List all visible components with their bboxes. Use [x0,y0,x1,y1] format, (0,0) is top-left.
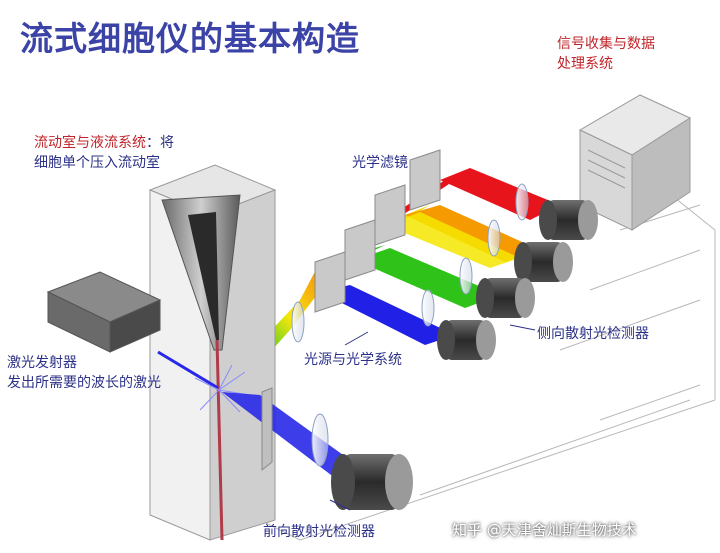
beam-yellow-horizontal [385,212,520,268]
beam-blue-horizontal [320,285,455,345]
data-processing-label-line2: 处理系统 [557,56,613,72]
side-detector-label: 侧向散射光检测器 [537,326,649,342]
forward-detector-icon [331,454,413,510]
optical-filter-plates [314,149,441,313]
flow-chamber-label: 流动室与液流系统：将 细胞单个压入流动室 [34,133,174,173]
data-processing-label: 信号收集与数据 处理系统 [557,34,655,74]
page-title: 流式细胞仪的基本构造 [20,19,360,58]
flow-chamber-label-title: 流动室与液流系统 [34,135,146,151]
optics-label: 光源与光学系统 [304,352,402,368]
flow-chamber-block [148,164,277,541]
laser-label: 激光发射器 发出所需要的波长的激光 [7,353,161,393]
side-detector-icons [437,200,598,360]
laser-label-line2: 发出所需要的波长的激光 [7,375,161,391]
data-processing-label-line1: 信号收集与数据 [557,36,655,52]
flow-chamber-label-desc: 细胞单个压入流动室 [34,155,160,171]
beam-orange-horizontal [405,205,540,262]
flow-chamber-label-colon: ：将 [146,135,174,151]
laser-label-line1: 激光发射器 [7,355,77,371]
laser-emitter-box [46,271,162,353]
lenses [291,183,529,343]
optical-filter-label: 光学滤镜 [352,155,408,171]
watermark: 知乎 @天津舍灿斯生物技术 [452,521,637,539]
leader-lines [329,324,536,511]
beam-red-horizontal [440,168,560,220]
laser-beam [157,350,219,390]
forward-detector-label: 前向散射光检测器 [263,524,375,540]
